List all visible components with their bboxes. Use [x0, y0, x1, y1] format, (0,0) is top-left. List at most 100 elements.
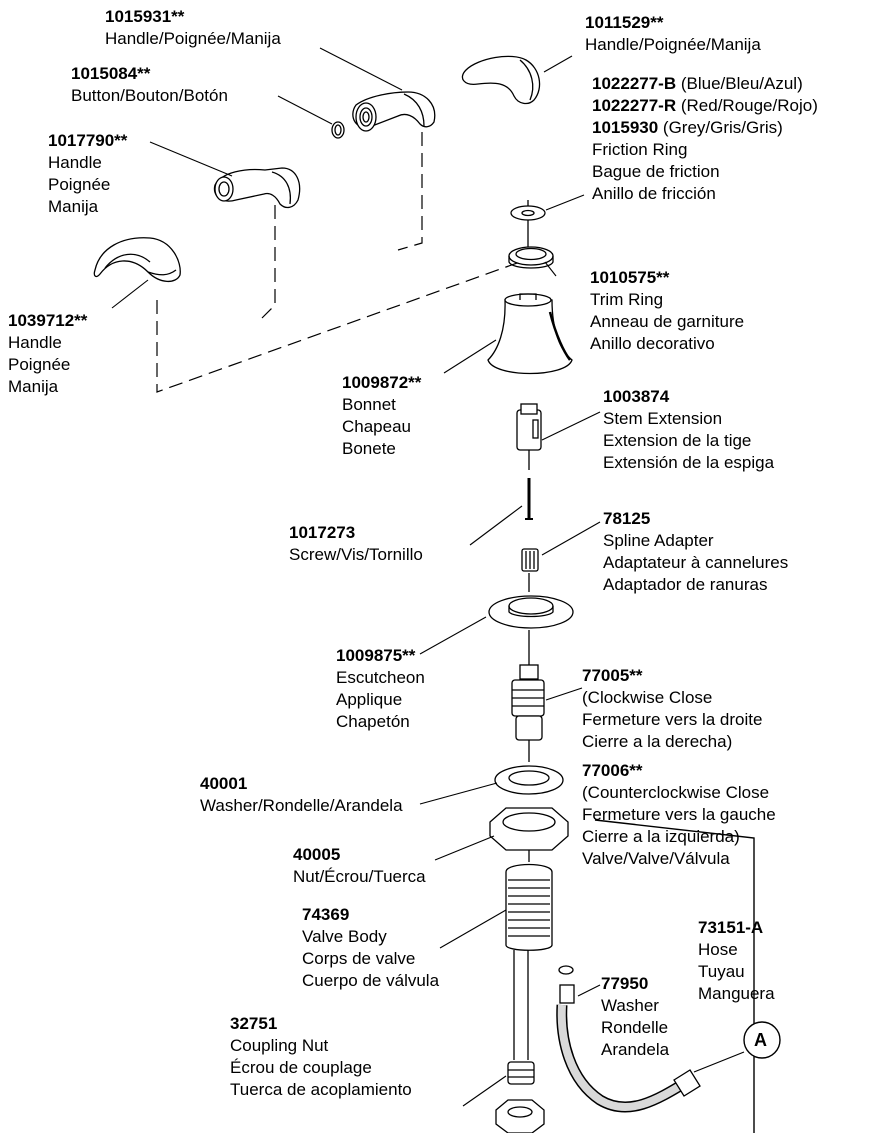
part-number: 1017790** — [48, 131, 128, 150]
part-number: 32751 — [230, 1014, 278, 1033]
part-description: Extensión de la espiga — [603, 453, 775, 472]
part-label-1009872: 1009872** Bonnet Chapeau Bonete — [342, 372, 421, 460]
part-number: 40005 — [293, 845, 341, 864]
color-note: (Grey/Gris/Gris) — [658, 118, 783, 137]
part-description: Tuyau — [698, 962, 745, 981]
color-note: (Red/Rouge/Rojo) — [676, 96, 818, 115]
part-number: 1015931** — [105, 7, 185, 26]
part-number: 1022277-R — [592, 96, 677, 115]
part-description: Handle/Poignée/Manija — [105, 29, 281, 48]
part-description: Corps de valve — [302, 949, 416, 968]
part-label-1017790: 1017790** Handle Poignée Manija — [48, 130, 127, 218]
part-description: Fermeture vers la gauche — [582, 805, 776, 824]
part-description: Coupling Nut — [230, 1036, 329, 1055]
part-description: (Counterclockwise Close — [582, 783, 770, 802]
part-number: 1015084** — [71, 64, 151, 83]
part-label-1011529: 1011529** Handle/Poignée/Manija — [585, 12, 761, 56]
part-number: 1011529** — [585, 13, 664, 32]
part-number: 78125 — [603, 509, 651, 528]
part-label-32751: 32751 Coupling Nut Écrou de couplage Tue… — [230, 1013, 412, 1101]
part-description: Adaptateur à cannelures — [603, 553, 789, 572]
part-description: Chapeau — [342, 417, 412, 436]
part-description: Trim Ring — [590, 290, 664, 309]
part-number: 1009875** — [336, 646, 416, 665]
part-description: Arandela — [601, 1040, 670, 1059]
part-label-1039712: 1039712** Handle Poignée Manija — [8, 310, 87, 398]
part-number: 1010575** — [590, 268, 670, 287]
part-description: Hose — [698, 940, 738, 959]
part-description: Poignée — [8, 355, 71, 374]
part-label-friction-ring: 1022277-B (Blue/Bleu/Azul) 1022277-R (Re… — [592, 73, 818, 205]
part-label-1003874: 1003874 Stem Extension Extension de la t… — [603, 386, 774, 474]
part-number: 77006** — [582, 761, 643, 780]
part-description: Manguera — [698, 984, 775, 1003]
part-description: Spline Adapter — [603, 531, 714, 550]
part-label-1010575: 1010575** Trim Ring Anneau de garniture … — [590, 267, 744, 355]
part-description: Poignée — [48, 175, 111, 194]
part-description: Friction Ring — [592, 140, 688, 159]
part-label-1017273: 1017273 Screw/Vis/Tornillo — [289, 522, 423, 566]
part-description: Anillo de fricción — [592, 184, 716, 203]
callout-a-label: A — [754, 1030, 767, 1050]
part-description: Manija — [8, 377, 59, 396]
part-number: 74369 — [302, 905, 350, 924]
part-label-40001: 40001 Washer/Rondelle/Arandela — [200, 773, 403, 817]
part-label-40005: 40005 Nut/Écrou/Tuerca — [293, 844, 426, 888]
part-description: Nut/Écrou/Tuerca — [293, 867, 426, 886]
part-description: Washer/Rondelle/Arandela — [200, 796, 403, 815]
part-label-78125: 78125 Spline Adapter Adaptateur à cannel… — [603, 508, 788, 596]
part-number: 1015930 — [592, 118, 659, 137]
part-label-77950: 77950 Washer Rondelle Arandela — [601, 973, 669, 1061]
part-number: 1017273 — [289, 523, 356, 542]
part-number: 73151-A — [698, 918, 764, 937]
handle-1015931-drawing — [331, 91, 436, 139]
part-label-1015084: 1015084** Button/Bouton/Botón — [71, 63, 228, 107]
part-description: Handle/Poignée/Manija — [585, 35, 761, 54]
part-description: Applique — [336, 690, 403, 709]
handle-1039712-drawing — [93, 237, 181, 283]
part-description: Handle — [8, 333, 62, 352]
handle-1017790-drawing — [213, 167, 301, 209]
part-label-1015931: 1015931** Handle/Poignée/Manija — [105, 6, 281, 50]
dashed-guide-lines — [156, 132, 521, 393]
color-note: (Blue/Bleu/Azul) — [676, 74, 803, 93]
callout-circle — [743, 1021, 781, 1059]
part-number: 77950 — [601, 974, 649, 993]
part-number: 40001 — [200, 774, 248, 793]
part-description: Escutcheon — [336, 668, 425, 687]
part-description: Screw/Vis/Tornillo — [289, 545, 423, 564]
part-description: Chapetón — [336, 712, 410, 731]
part-description: Valve/Valve/Válvula — [582, 849, 730, 868]
part-description: Bonete — [342, 439, 396, 458]
part-number: 77005** — [582, 666, 643, 685]
part-description: Bague de friction — [592, 162, 720, 181]
part-description: Anillo decorativo — [590, 334, 715, 353]
part-description: Stem Extension — [603, 409, 723, 428]
part-description: Manija — [48, 197, 99, 216]
part-description: Handle — [48, 153, 102, 172]
part-description: Cierre a la izquierda) — [582, 827, 740, 846]
part-number: 1003874 — [603, 387, 670, 406]
part-description: Bonnet — [342, 395, 396, 414]
part-description: Tuerca de acoplamiento — [230, 1080, 412, 1099]
part-description: Adaptador de ranuras — [603, 575, 768, 594]
part-description: Washer — [601, 996, 659, 1015]
part-description: Fermeture vers la droite — [582, 710, 763, 729]
part-description: Écrou de couplage — [230, 1058, 372, 1077]
part-label-77005: 77005** (Clockwise Close Fermeture vers … — [582, 665, 762, 753]
part-description: Anneau de garniture — [590, 312, 745, 331]
part-label-1009875: 1009875** Escutcheon Applique Chapetón — [336, 645, 425, 733]
part-description: Cierre a la derecha) — [582, 732, 733, 751]
part-description: (Clockwise Close — [582, 688, 713, 707]
leader-lines — [111, 47, 745, 1107]
part-description: Cuerpo de válvula — [302, 971, 440, 990]
part-number: 1022277-B — [592, 74, 677, 93]
part-description: Valve Body — [302, 927, 387, 946]
hose-drawing — [556, 819, 755, 1133]
part-label-77006: 77006** (Counterclockwise Close Fermetur… — [582, 760, 776, 870]
part-description: Rondelle — [601, 1018, 669, 1037]
part-label-73151-a: 73151-A Hose Tuyau Manguera — [698, 917, 775, 1005]
part-label-74369: 74369 Valve Body Corps de valve Cuerpo d… — [302, 904, 439, 992]
